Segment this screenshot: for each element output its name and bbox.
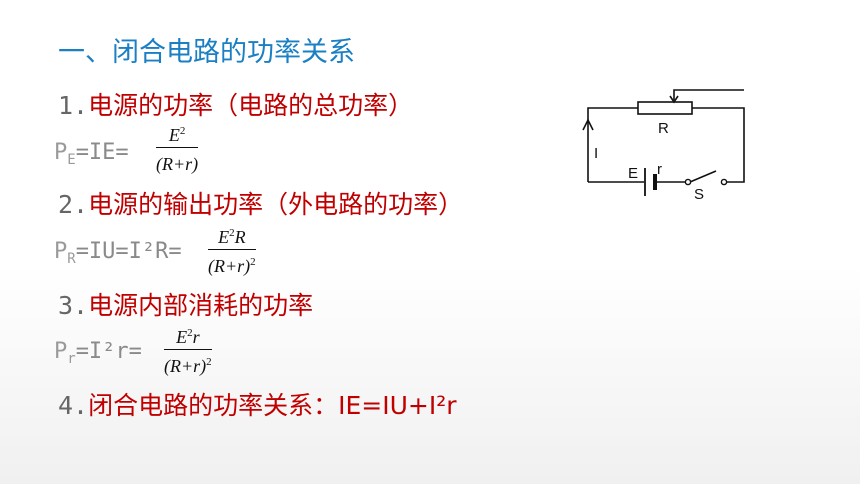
eq-3-sub: r [67,351,76,367]
item-2-number: 2. [58,190,89,219]
item-4-text: 闭合电路的功率关系：IE=IU+I²r [88,391,457,420]
item-3-fraction: E2r (R+r)2 [164,322,212,377]
item-1-fraction: E2 (R+r) [156,120,199,175]
switch-terminal-left [684,178,692,186]
eq-3-p: P [54,339,68,364]
current-arrow [582,118,594,131]
item-2-fraction: E2R (R+r)2 [208,222,256,277]
frac-3-num-sup: 2 [187,327,193,339]
slider-wire [673,89,744,100]
item-1-equation: PE=IE= [54,140,129,168]
item-3-text: 电源内部消耗的功率 [88,291,314,320]
frac-1-num: E [168,125,180,145]
item-2-text: 电源的输出功率（外电路的功率） [88,190,464,219]
frac-1-bar [156,147,199,148]
item-3-number: 3. [58,291,89,320]
frac-3-num: E [176,327,188,347]
slider-arrow [669,95,679,104]
frac-3-den: (R+r) [164,356,207,376]
label-internal-r: r [657,161,662,178]
item-1-text: 电源的功率（电路的总功率） [88,91,414,120]
eq-1-mid: =IE= [75,140,129,165]
frac-2-den-sup: 2 [250,256,256,268]
item-2-heading: 2.电源的输出功率（外电路的功率） [58,185,463,221]
frac-3-num-tail: r [192,327,200,347]
item-1-heading: 1.电源的功率（电路的总功率） [58,86,413,122]
eq-3-mid: =I²r= [75,339,142,364]
frac-1-den: (R+r) [156,154,199,174]
eq-1-p: P [54,140,68,165]
item-1-number: 1. [58,91,89,120]
switch-blade [689,170,717,183]
label-switch: S [694,186,704,203]
frac-3-bar [164,349,212,350]
resistor-box [637,101,693,115]
item-3-heading: 3.电源内部消耗的功率 [58,286,313,322]
frac-3-den-sup: 2 [206,356,212,368]
wire-left [587,107,638,182]
label-current: I [594,145,598,162]
eq-2-p: P [54,239,68,264]
item-3-equation: Pr=I²r= [54,339,142,367]
circuit-svg: R I E r S [582,89,745,203]
circuit-diagram: R I E r S [574,82,756,210]
frac-2-den: (R+r) [208,256,251,276]
page-title: 一、闭合电路的功率关系 [58,37,355,68]
frac-2-num-tail: R [234,227,246,247]
frac-2-bar [208,249,256,250]
wire-right [692,107,745,183]
frac-1-num-sup: 2 [179,125,186,137]
switch-terminal-right [720,178,728,186]
eq-1-sub: E [67,152,76,168]
label-emf: E [628,165,638,182]
item-4-number: 4. [58,391,89,420]
frac-2-num-sup: 2 [229,227,235,239]
frac-2-num: E [218,227,230,247]
item-4-heading: 4.闭合电路的功率关系：IE=IU+I²r [58,386,457,422]
eq-2-sub: R [67,251,76,267]
item-2-equation: PR=IU=I²R= [54,239,182,267]
eq-2-mid: =IU=I²R= [75,239,182,264]
label-r-resistor: R [658,120,669,137]
